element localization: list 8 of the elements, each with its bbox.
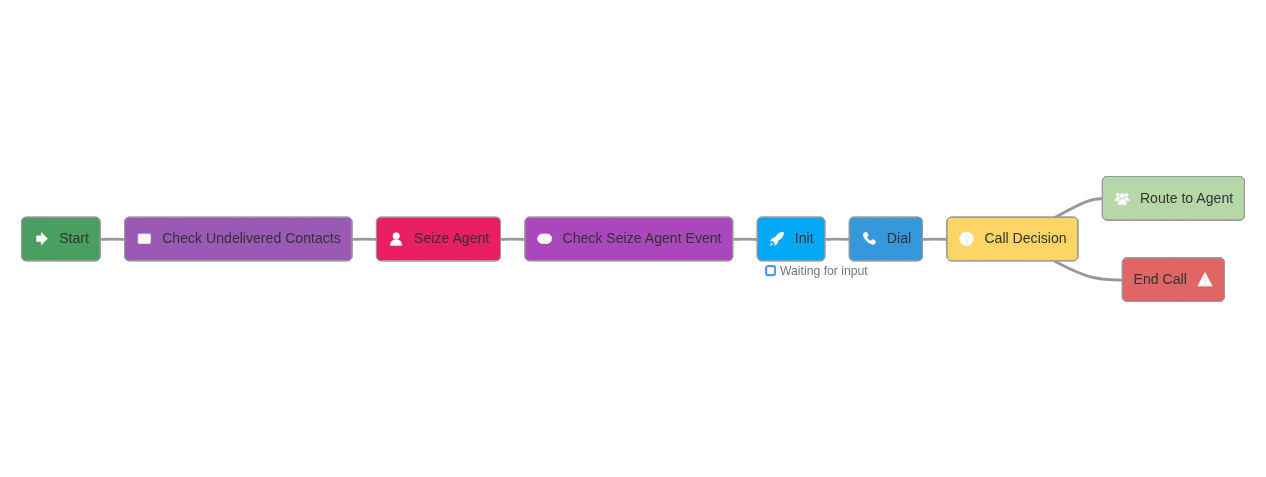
connector (352, 237, 377, 241)
connector (922, 237, 948, 241)
connector (500, 237, 526, 241)
connector (733, 237, 758, 241)
status-text: Waiting for input (780, 264, 868, 279)
connector (100, 237, 126, 241)
connector (1054, 259, 1123, 281)
connector (825, 237, 850, 241)
